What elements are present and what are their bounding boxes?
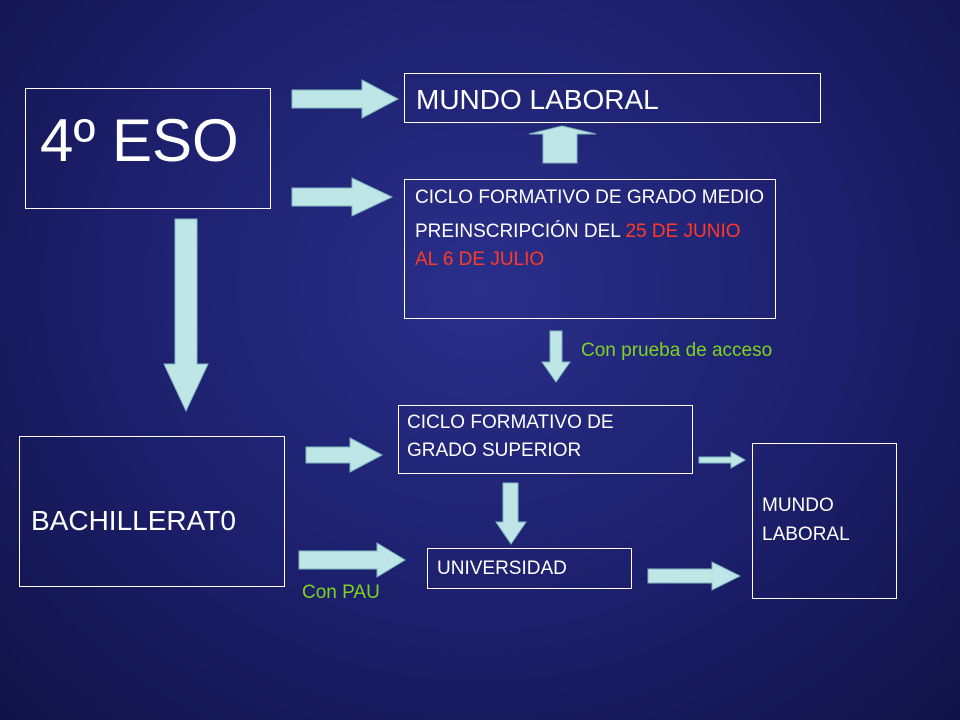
- node-bachillerato: BACHILLERAT0: [19, 436, 285, 587]
- arrow-bachillerato-to-ciclo-superior: [305, 437, 384, 473]
- node-ciclo-formativo-grado-medio: CICLO FORMATIVO DE GRADO MEDIO PREINSCRI…: [404, 179, 776, 319]
- node-bachillerato-label: BACHILLERAT0: [31, 505, 236, 536]
- arrow-bachillerato-to-universidad: [298, 542, 406, 578]
- preinscripcion-dates: 25 DE JUNIO AL 6 DE JULIO: [415, 221, 741, 270]
- mundo-laboral-bottom-line2: LABORAL: [762, 524, 850, 545]
- note-con-pau: Con PAU: [302, 582, 380, 603]
- node-mundo-laboral-bottom: MUNDO LABORAL: [752, 443, 897, 599]
- arrow-ciclo-medio-up-to-mundo-laboral: [528, 125, 597, 164]
- node-mundo-laboral-top: MUNDO LABORAL: [404, 73, 821, 123]
- node-ciclo-formativo-grado-superior: CICLO FORMATIVO DE GRADO SUPERIOR: [398, 405, 693, 474]
- preinscripcion-prefix: PREINSCRIPCIÓN DEL: [415, 221, 626, 242]
- ciclo-superior-line1: CICLO FORMATIVO DE: [407, 412, 614, 433]
- arrow-ciclo-superior-down-to-universidad: [495, 482, 527, 545]
- node-universidad-label: UNIVERSIDAD: [437, 558, 567, 579]
- ciclo-medio-title: CICLO FORMATIVO DE GRADO MEDIO: [415, 187, 765, 208]
- ciclo-medio-preinscripcion: PREINSCRIPCIÓN DEL 25 DE JUNIO AL 6 DE J…: [415, 218, 765, 274]
- arrow-universidad-to-mundo-laboral: [647, 561, 742, 591]
- arrow-eso-to-mundo-laboral: [291, 79, 400, 119]
- node-universidad: UNIVERSIDAD: [427, 548, 632, 589]
- node-mundo-laboral-top-label: MUNDO LABORAL: [416, 84, 659, 115]
- mundo-laboral-bottom-line1: MUNDO: [762, 495, 834, 516]
- arrow-eso-down-to-bachillerato: [163, 218, 209, 413]
- arrow-eso-to-ciclo-medio: [291, 177, 394, 217]
- node-4-eso: 4º ESO: [25, 88, 271, 209]
- ciclo-superior-line2: GRADO SUPERIOR: [407, 440, 582, 461]
- node-4-eso-label: 4º ESO: [40, 107, 239, 174]
- arrow-ciclo-medio-down-to-ciclo-superior: [541, 330, 571, 383]
- note-prueba-de-acceso: Con prueba de acceso: [581, 340, 773, 361]
- arrow-ciclo-superior-to-mundo-laboral: [698, 451, 747, 469]
